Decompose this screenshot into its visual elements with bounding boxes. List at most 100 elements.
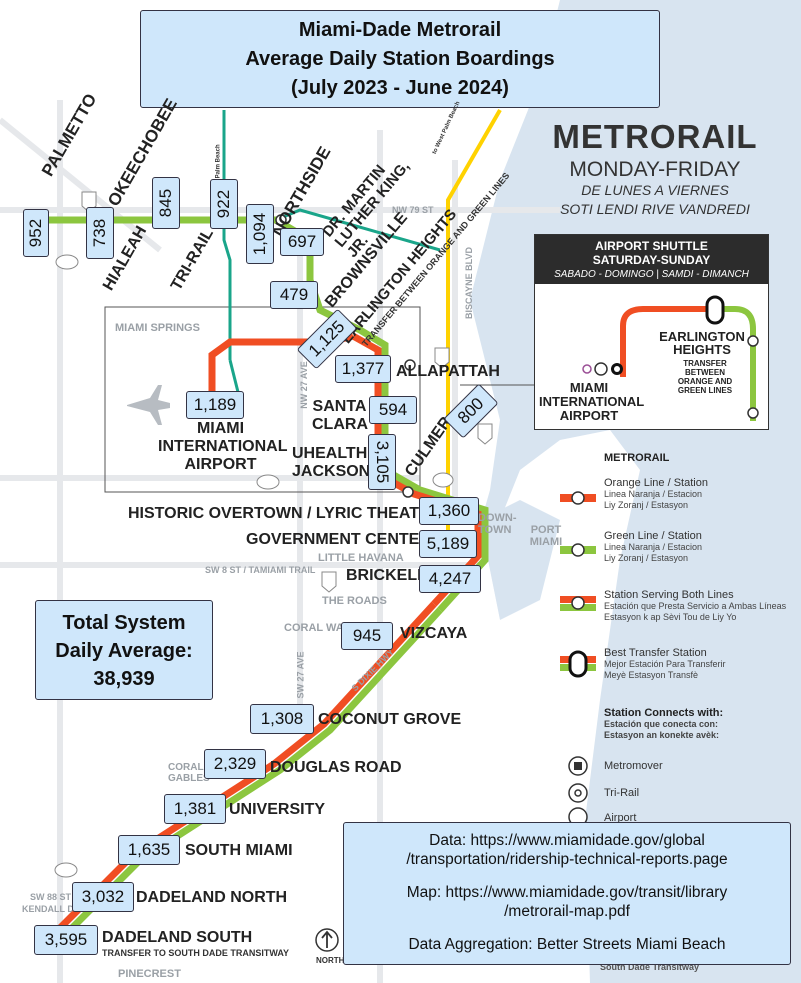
label-coral-gables: CORAL GABLES <box>168 762 210 784</box>
trirail-line <box>222 110 232 360</box>
north-arrow-icon <box>315 928 339 952</box>
route-shields <box>54 191 493 878</box>
station-label-coconut-grove: COCONUT GROVE <box>318 711 462 728</box>
title-line-2: Average Daily Station Boardings <box>245 48 555 70</box>
source-map-line-1: Map: https://www.miamidade.gov/transit/l… <box>406 884 728 901</box>
boardings-overtown: 1,360 <box>419 497 479 525</box>
boardings-dadeland-south: 3,595 <box>34 925 98 955</box>
station-dots <box>275 214 416 498</box>
shuttle-transfer-note: TRANSFER BETWEEN ORANGE AND GREEN LINES <box>677 359 733 395</box>
label-pinecrest: PINECREST <box>118 968 181 980</box>
station-label-dadeland-south: DADELAND SOUTH <box>102 929 253 946</box>
boardings-brownsville: 479 <box>270 281 318 309</box>
total-average-box: Total System Daily Average: 38,939 <box>35 600 213 700</box>
days-spanish: DE LUNES A VIERNES <box>581 182 729 198</box>
legend-connects-ht: Estasyon an konekte avèk: <box>604 730 720 740</box>
station-label-dadeland-north: DADELAND NORTH <box>136 889 288 906</box>
station-label-overtown: HISTORIC OVERTOWN / LYRIC THEATRE <box>128 505 442 522</box>
legend-green-es: Linea Naranja / Estacion <box>604 542 703 552</box>
label-port-miami: PORT MIAMI <box>529 524 563 548</box>
shuttle-days: SATURDAY-SUNDAY <box>592 253 711 267</box>
station-label-university: UNIVERSITY <box>229 801 326 818</box>
bay-area <box>480 500 560 620</box>
boardings-allapattah: 1,377 <box>335 355 391 383</box>
legend-green-ht: Liy Zoranj / Estasyon <box>604 553 689 563</box>
brightline-line <box>446 108 502 540</box>
boardings-university: 1,381 <box>164 794 226 824</box>
legend-orange-ht: Liy Zoranj / Estasyon <box>604 500 689 510</box>
boardings-trirail: 922 <box>210 179 238 229</box>
station-label-vizcaya: VIZCAYA <box>400 625 468 642</box>
boardings-south-miami: 1,635 <box>118 835 180 865</box>
label-nw79: NW 79 ST <box>392 205 434 215</box>
label-coral-way: CORAL WA <box>284 622 344 634</box>
station-label-mia: MIAMI INTERNATIONAL AIRPORT <box>158 420 288 473</box>
legend-green-label: Green Line / Station <box>604 530 702 542</box>
legend-connects: Station Connects with: Estación que cone… <box>604 707 723 741</box>
station-label-douglas-road: DOUGLAS ROAD <box>270 759 402 776</box>
label-biscayne: BISCAYNE BLVD <box>464 246 475 320</box>
title-box: Miami-Dade Metrorail Average Daily Stati… <box>140 10 660 108</box>
legend-airport: Airport <box>604 812 637 824</box>
station-label-allapattah: ALLAPATTAH <box>396 363 500 380</box>
total-line-1: Total System <box>62 612 186 634</box>
station-label-government-center: GOVERNMENT CENTER <box>246 531 431 548</box>
boardings-dadeland-north: 3,032 <box>72 882 134 912</box>
legend-connects-es: Estación que conecta con: <box>604 719 719 729</box>
legend-transfer-label: Best Transfer Station <box>604 647 707 659</box>
label-kendall: KENDALL D <box>22 904 74 914</box>
legend-metromover: Metromover <box>604 760 663 772</box>
legend-title: METRORAIL <box>604 452 670 464</box>
boardings-palmetto: 952 <box>23 209 49 257</box>
legend-transfer-ht: Meyè Estasyon Transfè <box>604 670 699 680</box>
legend-orange-label: Orange Line / Station <box>604 477 708 489</box>
boardings-mia: 1,189 <box>186 391 244 419</box>
label-nw27: NW 27 AVE <box>298 361 309 409</box>
boardings-brickell: 4,247 <box>419 565 481 593</box>
airport-shuttle-panel: AIRPORT SHUTTLE SATURDAY-SUNDAY SABADO -… <box>534 234 769 430</box>
title-line-1: Miami-Dade Metrorail <box>298 19 502 41</box>
label-little-havana: LITTLE HAVANA <box>318 552 404 564</box>
legend-both-es: Estación que Presta Servicio a Ambas Lín… <box>604 601 787 611</box>
label-downtown: DOWN-TOWN <box>478 512 517 536</box>
days-creole: SOTI LENDI RIVE VANDREDI <box>560 201 750 217</box>
sources-box: Data: https://www.miamidade.gov/global /… <box>343 822 791 965</box>
legend-green: Green Line / Station Linea Naranja / Est… <box>604 530 702 564</box>
boardings-okeechobee: 738 <box>86 207 114 259</box>
boardings-government-center: 5,189 <box>419 530 477 558</box>
station-label-south-miami: SOUTH MIAMI <box>185 842 293 859</box>
station-label-santa-clara: SANTA CLARA <box>312 398 368 433</box>
boardings-vizcaya: 945 <box>341 622 393 650</box>
label-sw27: SW 27 AVE <box>295 651 306 699</box>
station-label-uhealth: UHEALTH JACKSON <box>292 445 371 480</box>
station-note-dadeland-south: TRANSFER TO SOUTH DADE TRANSITWAY <box>102 948 290 958</box>
label-north: NORTH <box>316 956 345 965</box>
legend-both: Station Serving Both Lines Estación que … <box>604 589 786 623</box>
label-miami-springs: MIAMI SPRINGS <box>115 322 200 334</box>
label-sw88: SW 88 ST <box>30 892 72 902</box>
metrorail-heading: METRORAIL <box>552 118 758 155</box>
total-value: 38,939 <box>93 668 155 690</box>
total-line-2: Daily Average: <box>55 640 193 662</box>
label-sw8: SW 8 ST / TAMIAMI TRAIL <box>205 565 316 575</box>
legend-connects-title: Station Connects with: <box>604 707 724 719</box>
legend-swatches <box>560 491 596 827</box>
shuttle-title: AIRPORT SHUTTLE <box>595 239 708 253</box>
source-aggregation: Data Aggregation: Better Streets Miami B… <box>408 936 726 953</box>
legend-orange-es: Linea Naranja / Estacion <box>604 489 703 499</box>
boardings-santa-clara: 594 <box>369 396 417 424</box>
station-label-brickell: BRICKELL <box>346 567 427 584</box>
legend-transfer-es: Mejor Estación Para Transferir <box>604 659 726 669</box>
label-transitway: South Dade Transitway <box>600 962 700 972</box>
legend-both-ht: Estasyon k ap Sèvi Tou de Liy Yo <box>604 612 737 622</box>
legend-transfer: Best Transfer Station Mejor Estación Par… <box>604 647 726 681</box>
shuttle-diagram <box>582 295 759 421</box>
boardings-mlk: 697 <box>280 228 324 256</box>
source-data-line-1: Data: https://www.miamidade.gov/global <box>429 832 705 849</box>
days-english: MONDAY-FRIDAY <box>569 158 741 181</box>
legend-both-label: Station Serving Both Lines <box>604 589 734 601</box>
boardings-douglas-road: 2,329 <box>204 749 266 779</box>
legend-orange: Orange Line / Station Linea Naranja / Es… <box>604 477 708 511</box>
boardings-coconut-grove: 1,308 <box>250 704 314 734</box>
